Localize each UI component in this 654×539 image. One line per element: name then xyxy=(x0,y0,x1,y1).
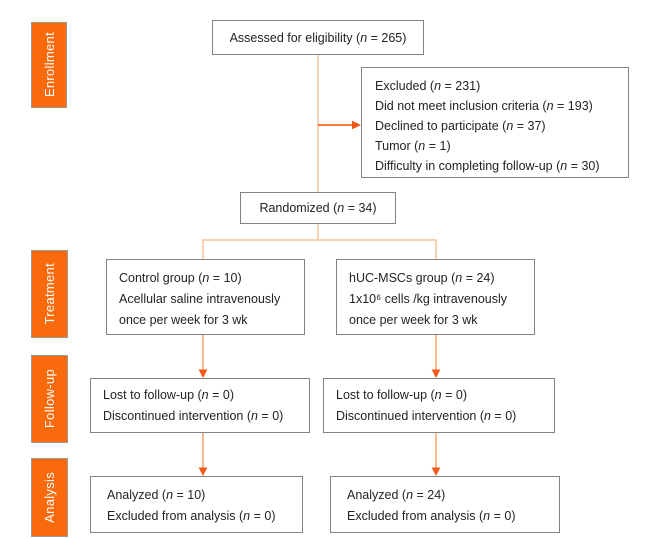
box-line: Excluded (n = 231) xyxy=(375,79,481,93)
excluded-box: Excluded (n = 231) Did not meet inclusion… xyxy=(361,67,629,178)
box-line: Tumor (n = 1) xyxy=(375,139,451,153)
box-line: Discontinued intervention (n = 0) xyxy=(336,409,517,423)
box-line: Analyzed (n = 24) xyxy=(347,488,446,502)
arrowhead-left-analysis-icon xyxy=(198,467,208,476)
stage-label-analysis-text: Analysis xyxy=(42,472,57,523)
box-line: once per week for 3 wk xyxy=(349,313,478,327)
box-line: Discontinued intervention (n = 0) xyxy=(103,409,284,423)
randomized-box: Randomized (n = 34) xyxy=(240,192,396,224)
stage-label-treatment-text: Treatment xyxy=(42,263,57,325)
analysis-right-box: Analyzed (n = 24) Excluded from analysis … xyxy=(330,476,560,533)
split-branch-lines xyxy=(202,239,437,259)
box-line: 1x10⁶ cells /kg intravenously xyxy=(349,292,508,306)
arrowhead-left-followup-icon xyxy=(198,369,208,378)
control-group-box: Control group (n = 10) Acellular saline i… xyxy=(106,259,305,335)
box-line: Excluded from analysis (n = 0) xyxy=(347,509,516,523)
box-line: Did not meet inclusion criteria (n = 193… xyxy=(375,99,593,113)
box-line: hUC-MSCs group (n = 24) xyxy=(349,271,495,285)
stage-label-analysis: Analysis xyxy=(31,458,68,537)
stage-label-enrollment-text: Enrollment xyxy=(41,32,57,98)
box-line: once per week for 3 wk xyxy=(119,313,248,327)
stage-label-followup: Follow-up xyxy=(31,355,68,443)
stage-label-followup-text: Follow-up xyxy=(42,369,57,429)
assessed-eligibility-box: Assessed for eligibility (n = 265) xyxy=(212,20,424,55)
box-line: Analyzed (n = 10) xyxy=(107,488,206,502)
arrowhead-right-followup-icon xyxy=(431,369,441,378)
analysis-left-box: Analyzed (n = 10) Excluded from analysis … xyxy=(90,476,303,533)
box-line: Excluded from analysis (n = 0) xyxy=(107,509,276,523)
stage-label-enrollment: Enrollment xyxy=(31,22,67,108)
box-line: Control group (n = 10) xyxy=(119,271,242,285)
box-line: Lost to follow-up (n = 0) xyxy=(336,388,467,402)
arrowhead-right-analysis-icon xyxy=(431,467,441,476)
box-line: Randomized (n = 34) xyxy=(259,201,377,215)
box-line: Difficulty in completing follow-up (n = … xyxy=(375,159,600,173)
followup-left-box: Lost to follow-up (n = 0) Discontinued in… xyxy=(90,378,310,433)
stage-label-treatment: Treatment xyxy=(31,250,68,338)
box-line: Acellular saline intravenously xyxy=(119,292,281,306)
huc-mscs-group-box: hUC-MSCs group (n = 24) 1x10⁶ cells /kg i… xyxy=(336,259,535,335)
arrowhead-excluded-icon xyxy=(352,120,361,130)
box-line: Declined to participate (n = 37) xyxy=(375,119,546,133)
box-line: Lost to follow-up (n = 0) xyxy=(103,388,234,402)
box-line: Assessed for eligibility (n = 265) xyxy=(229,30,407,45)
followup-right-box: Lost to follow-up (n = 0) Discontinued in… xyxy=(323,378,555,433)
